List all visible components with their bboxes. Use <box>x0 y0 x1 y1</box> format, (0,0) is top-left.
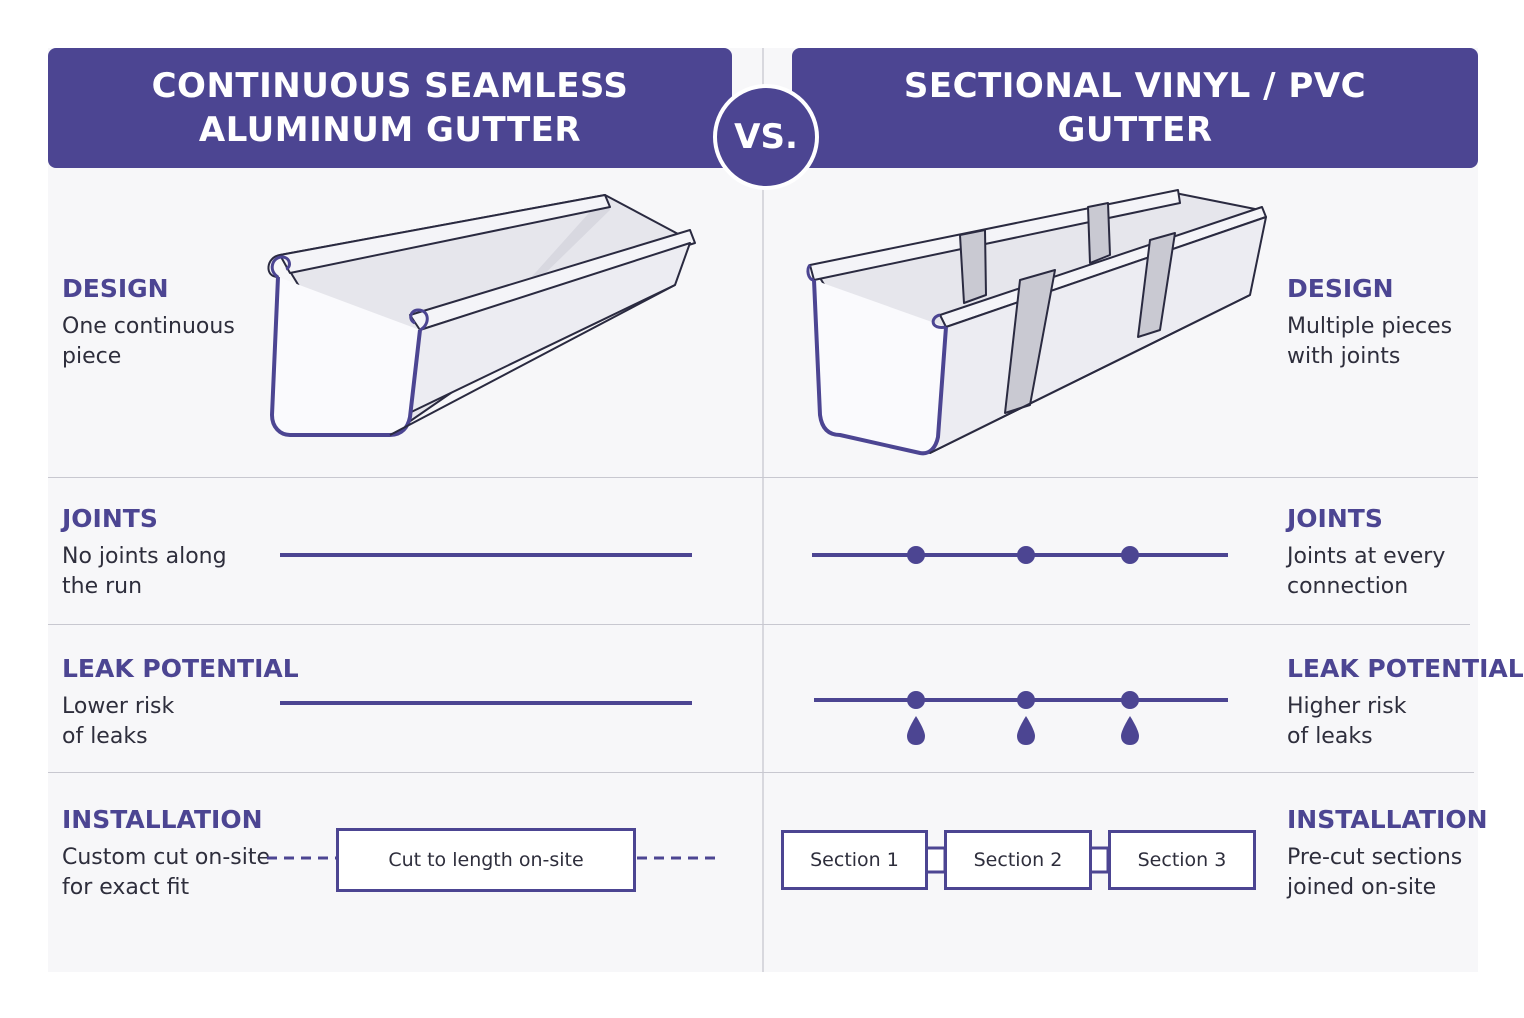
installation-left-label: INSTALLATION Custom cut on-site for exac… <box>62 805 270 903</box>
joint-dot <box>907 546 925 564</box>
joints-right-label: JOINTS Joints at every connection <box>1287 504 1445 602</box>
right-title-line: SECTIONAL VINYL / PVC <box>903 66 1367 106</box>
center-divider <box>762 48 764 972</box>
high-leak-line <box>814 691 1228 745</box>
joints-heading: JOINTS <box>1287 504 1383 533</box>
section-box-3: Section 3 <box>1108 830 1256 890</box>
section-connector <box>923 846 947 874</box>
section-box-1: Section 1 <box>781 830 928 890</box>
right-title-line: GUTTER <box>1057 110 1213 150</box>
installation-right-text: Pre-cut sections joined on-site <box>1287 845 1463 900</box>
leak-heading: LEAK POTENTIAL <box>1287 654 1524 683</box>
joints-right-text: Joints at every connection <box>1287 544 1446 599</box>
row-divider <box>48 772 1474 773</box>
joint-dot <box>1017 546 1035 564</box>
installation-heading: INSTALLATION <box>62 805 263 834</box>
cut-guide-dashes <box>267 856 715 860</box>
joints-left-text: No joints along the run <box>62 544 227 599</box>
no-joints-line <box>280 553 692 557</box>
installation-right-label: INSTALLATION Pre-cut sections joined on-… <box>1287 805 1488 903</box>
joint-dot <box>1121 546 1139 564</box>
row-divider <box>48 477 1478 478</box>
low-leak-line <box>280 701 692 705</box>
joint-dot <box>907 691 925 709</box>
leak-left-label: LEAK POTENTIAL Lower risk of leaks <box>62 654 299 752</box>
design-left-label: DESIGN One continuous piece <box>62 274 235 372</box>
design-left-text: One continuous piece <box>62 314 235 369</box>
leak-heading: LEAK POTENTIAL <box>62 654 299 683</box>
design-right-label: DESIGN Multiple pieces with joints <box>1287 274 1452 372</box>
installation-left-text: Custom cut on-site for exact fit <box>62 845 271 900</box>
left-column-header: CONTINUOUS SEAMLESS ALUMINUM GUTTER <box>48 48 732 168</box>
joints-heading: JOINTS <box>62 504 158 533</box>
row-divider <box>48 624 1470 625</box>
water-drop-icon <box>1017 716 1035 745</box>
water-drop-icon <box>907 716 925 745</box>
left-title-line: ALUMINUM GUTTER <box>198 110 582 150</box>
water-drop-icon <box>1121 716 1139 745</box>
leak-right-text: Higher risk of leaks <box>1287 694 1407 749</box>
sectional-gutter-illustration <box>806 189 1267 456</box>
vs-badge: VS. <box>713 84 819 190</box>
right-column-header: SECTIONAL VINYL / PVC GUTTER <box>792 48 1478 168</box>
design-heading: DESIGN <box>1287 274 1394 303</box>
design-right-text: Multiple pieces with joints <box>1287 314 1453 369</box>
left-title-line: CONTINUOUS SEAMLESS <box>151 66 629 106</box>
section-connectors <box>923 846 1110 874</box>
section-box-2: Section 2 <box>944 830 1092 890</box>
joint-dot <box>1121 691 1139 709</box>
joints-left-label: JOINTS No joints along the run <box>62 504 227 602</box>
design-heading: DESIGN <box>62 274 169 303</box>
joint-dot <box>1017 691 1035 709</box>
seamless-gutter-illustration <box>267 194 696 437</box>
installation-heading: INSTALLATION <box>1287 805 1488 834</box>
joints-line <box>812 546 1228 564</box>
leak-left-text: Lower risk of leaks <box>62 694 175 749</box>
cut-to-length-box: Cut to length on-site <box>336 828 636 892</box>
leak-right-label: LEAK POTENTIAL Higher risk of leaks <box>1287 654 1524 752</box>
